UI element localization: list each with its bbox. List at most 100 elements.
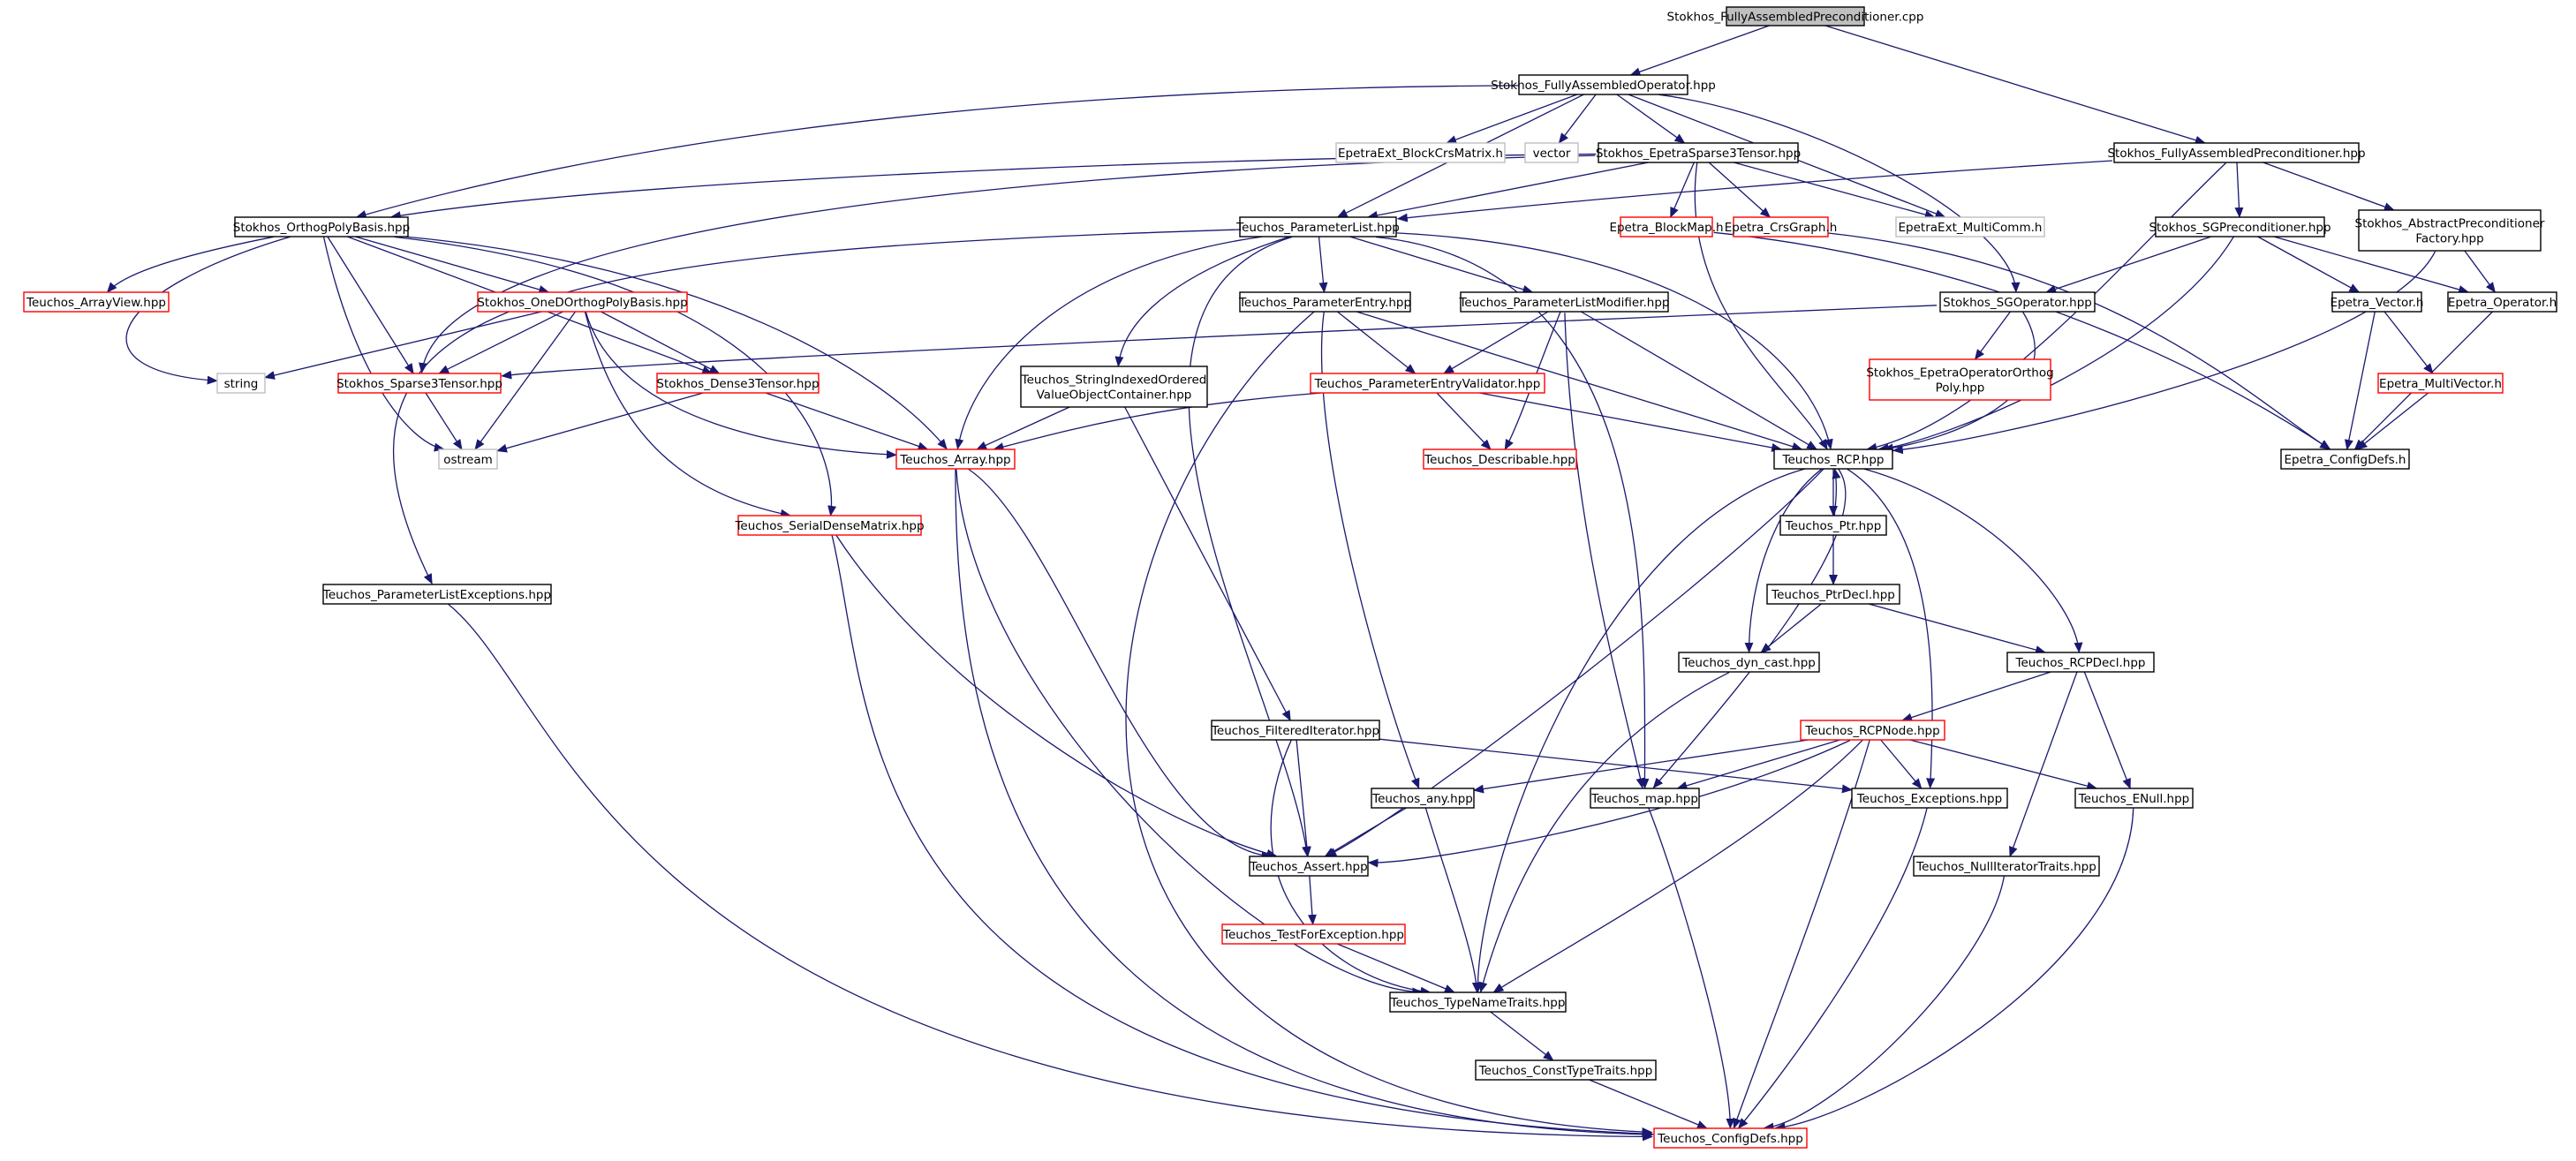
node-sgprec[interactable]: Stokhos_SGPreconditioner.hpp — [2149, 216, 2331, 237]
node-blockmap[interactable]: Epetra_BlockMap.h — [1609, 216, 1724, 237]
edge-rcpdecl-to-rcpnode — [1901, 671, 2051, 722]
edge-array-to-typename — [956, 469, 1424, 997]
edge-rcpdecl-to-enull — [2083, 671, 2131, 789]
node-nulliter[interactable]: Teuchos_NullIteratorTraits.hpp — [1913, 856, 2100, 877]
edge-filtered-to-assert — [1296, 739, 1311, 857]
edge-serialdense-to-assert — [835, 534, 1278, 858]
edge-dense3-to-array — [765, 392, 929, 451]
node-box — [2113, 142, 2360, 163]
node-evector[interactable]: Epetra_Vector.h — [2330, 291, 2424, 313]
edge-rcpnode-to-enull — [1909, 739, 2098, 791]
edge-plist-to-array — [955, 236, 1263, 450]
node-plist[interactable]: Teuchos_ParameterList.hpp — [1235, 216, 1400, 237]
node-any[interactable]: Teuchos_any.hpp — [1371, 788, 1475, 809]
node-plexc[interactable]: Teuchos_ParameterListExceptions.hpp — [322, 584, 552, 605]
node-pentry[interactable]: Teuchos_ParameterEntry.hpp — [1238, 291, 1411, 313]
edge-es3t-to-blockmap — [1670, 162, 1695, 218]
node-sparse3[interactable]: Stokhos_Sparse3Tensor.hpp — [336, 373, 502, 394]
node-label: EpetraExt_MultiComm.h — [1899, 221, 2043, 235]
node-econfig[interactable]: Epetra_ConfigDefs.h — [2280, 449, 2410, 470]
edges-layer — [106, 25, 2496, 1142]
node-absprec[interactable]: Stokhos_AbstractPreconditionerFactory.hp… — [2355, 209, 2545, 252]
node-sivo[interactable]: Teuchos_StringIndexedOrderedValueObjectC… — [1020, 366, 1208, 408]
edge-oned-to-ostream — [474, 311, 577, 450]
node-label: Factory.hpp — [2415, 232, 2483, 246]
edge-faprec-to-plist — [1396, 160, 2113, 222]
node-label: Stokhos_SGPreconditioner.hpp — [2149, 221, 2330, 235]
node-dyncast[interactable]: Teuchos_dyn_cast.hpp — [1678, 652, 1820, 673]
node-array[interactable]: Teuchos_Array.hpp — [895, 449, 1016, 470]
edge-orthopoly-to-oned — [355, 236, 550, 294]
node-rcpnode[interactable]: Teuchos_RCPNode.hpp — [1800, 720, 1945, 741]
node-label: ostream — [443, 453, 493, 467]
node-testfor[interactable]: Teuchos_TestForException.hpp — [1221, 924, 1406, 945]
node-blockcrs[interactable]: EpetraExt_BlockCrsMatrix.h — [1335, 142, 1506, 163]
node-filtered[interactable]: Teuchos_FilteredIterator.hpp — [1211, 720, 1380, 741]
node-label: Stokhos_EpetraOperatorOrthog — [1866, 366, 2053, 381]
edge-any-to-assert — [1324, 807, 1407, 857]
node-box — [1239, 291, 1411, 313]
edge-plmod-to-rcp — [1580, 311, 1818, 450]
node-consttype[interactable]: Teuchos_ConstTypeTraits.hpp — [1475, 1059, 1657, 1081]
edge-oned-to-sparse3 — [438, 311, 563, 374]
node-es3t[interactable]: Stokhos_EpetraSparse3Tensor.hpp — [1596, 142, 1801, 163]
node-multicomm[interactable]: EpetraExt_MultiComm.h — [1895, 216, 2045, 237]
node-crsgraph[interactable]: Epetra_CrsGraph.h — [1725, 216, 1838, 237]
node-rcp[interactable]: Teuchos_RCP.hpp — [1773, 449, 1893, 470]
node-rcpdecl[interactable]: Teuchos_RCPDecl.hpp — [2006, 652, 2155, 673]
edge-oned-to-serialdense — [584, 312, 791, 518]
node-eoperator[interactable]: Epetra_Operator.h — [2447, 291, 2557, 313]
node-label: Teuchos_SerialDenseMatrix.hpp — [734, 519, 924, 533]
node-pevalid[interactable]: Teuchos_ParameterEntryValidator.hpp — [1310, 373, 1545, 394]
edge-rcp-to-rcpdecl — [1863, 468, 2083, 653]
node-oned[interactable]: Stokhos_OneDOrthogPolyBasis.hpp — [477, 291, 688, 313]
node-ptr[interactable]: Teuchos_Ptr.hpp — [1779, 515, 1887, 536]
node-label: Epetra_ConfigDefs.h — [2285, 453, 2406, 467]
node-arrayview[interactable]: Teuchos_ArrayView.hpp — [23, 291, 170, 313]
edge-evector-to-emultivec — [2383, 311, 2434, 374]
node-vector[interactable]: vector — [1524, 142, 1579, 163]
node-ptrdecl[interactable]: Teuchos_PtrDecl.hpp — [1766, 584, 1900, 605]
edge-map-to-tconfig — [1648, 808, 1735, 1129]
edge-sivo-to-array — [976, 406, 1070, 450]
edge-root-to-faop — [1629, 25, 1770, 77]
node-serialdense[interactable]: Teuchos_SerialDenseMatrix.hpp — [734, 515, 925, 536]
node-label: Teuchos_PtrDecl.hpp — [1771, 588, 1895, 602]
edge-consttype-to-tconfig — [1589, 1079, 1708, 1129]
node-faop[interactable]: Stokhos_FullyAssembledOperator.hpp — [1491, 74, 1716, 95]
node-dense3[interactable]: Stokhos_Dense3Tensor.hpp — [656, 373, 820, 394]
node-describable[interactable]: Teuchos_Describable.hpp — [1423, 449, 1577, 470]
node-orthopoly[interactable]: Stokhos_OrthogPolyBasis.hpp — [233, 216, 410, 237]
node-label: Stokhos_Dense3Tensor.hpp — [656, 377, 819, 391]
node-root[interactable]: Stokhos_FullyAssembledPreconditioner.cpp — [1667, 6, 1924, 26]
node-label: Teuchos_NullIteratorTraits.hpp — [1915, 860, 2096, 874]
node-enull[interactable]: Teuchos_ENull.hpp — [2074, 788, 2194, 809]
node-label: Teuchos_StringIndexedOrdered — [1021, 373, 1207, 388]
node-sgop[interactable]: Stokhos_SGOperator.hpp — [1939, 291, 2096, 313]
node-tconfig[interactable]: Teuchos_ConfigDefs.hpp — [1653, 1127, 1808, 1149]
node-box — [1310, 373, 1545, 394]
edge-typename-to-consttype — [1490, 1011, 1554, 1061]
node-label: Teuchos_FilteredIterator.hpp — [1211, 724, 1379, 738]
edge-any-to-typename — [1424, 808, 1481, 993]
node-label: Stokhos_SGOperator.hpp — [1943, 296, 2092, 310]
node-box — [1678, 652, 1820, 673]
node-assert[interactable]: Teuchos_Assert.hpp — [1249, 856, 1369, 877]
node-exceptions[interactable]: Teuchos_Exceptions.hpp — [1851, 788, 2008, 809]
node-ostream[interactable]: ostream — [438, 449, 498, 470]
node-faprec[interactable]: Stokhos_FullyAssembledPreconditioner.hpp — [2107, 142, 2366, 163]
node-typename[interactable]: Teuchos_TypeNameTraits.hpp — [1389, 991, 1567, 1013]
node-box — [1460, 291, 1669, 313]
node-map[interactable]: Teuchos_map.hpp — [1590, 788, 1700, 809]
node-box — [1653, 1127, 1808, 1149]
edge-dyncast-to-typename — [1478, 672, 1730, 993]
node-emultivec[interactable]: Epetra_MultiVector.h — [2377, 373, 2504, 394]
node-string[interactable]: string — [216, 373, 266, 394]
node-plmod[interactable]: Teuchos_ParameterListModifier.hpp — [1458, 291, 1670, 313]
edge-rcp-to-map — [1652, 468, 1847, 789]
node-label: Teuchos_map.hpp — [1590, 792, 1698, 806]
edge-orthopoly-to-arrayview — [106, 236, 275, 293]
edge-rcpnode-to-exceptions — [1880, 739, 1923, 789]
